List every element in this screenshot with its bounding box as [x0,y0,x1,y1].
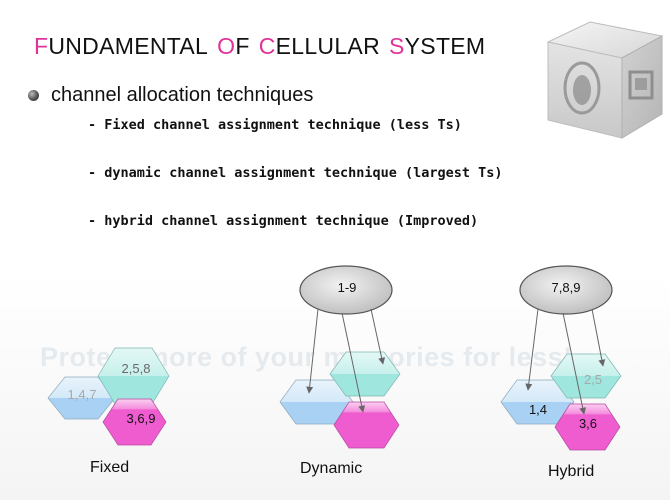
assign-arrow-hybrid-2 [562,312,587,415]
technique-hybrid: - hybrid channel assignment technique (I… [88,213,479,229]
diagram-label-hybrid: Hybrid [548,463,595,480]
cube-graphic [546,21,664,139]
channel-diagrams: 1,4,7 2,5,8 3,6,9 1-9 7,8,9 1,4 2,5 3,6 [47,265,622,451]
diagram-fixed: 1,4,7 2,5,8 3,6,9 [47,347,170,446]
diagram-dynamic: 1-9 [279,265,401,449]
title-word: SYSTEM [389,33,486,59]
hex-cell-hybrid-1 [500,379,575,425]
fixed-cell-label-1: 1,4,7 [68,387,97,402]
slide-title: FUNDAMENTAL OF CELLULAR SYSTEM [34,33,494,60]
title-word: FUNDAMENTAL [34,33,209,59]
hex-cell-fixed-3 [102,398,167,446]
assign-arrow-dynamic-1 [306,308,319,394]
title-word: CELLULAR [258,33,380,59]
technique-fixed: - Fixed channel assignment technique (le… [88,117,462,133]
fixed-cell-label-3: 3,6,9 [127,411,156,426]
technique-dynamic: - dynamic channel assignment technique (… [88,165,503,181]
hex-cell-hybrid-3 [554,403,621,451]
title-word: OF [217,33,250,59]
assign-arrow-dynamic-2 [341,312,366,413]
bullet-text: channel allocation techniques [51,84,314,106]
diagram-label-dynamic: Dynamic [300,460,363,477]
diagram-label-fixed: Fixed [90,459,130,476]
channel-pool-hybrid [519,265,613,315]
hex-cell-dynamic-3 [333,401,400,449]
hybrid-pool-label: 7,8,9 [552,280,581,295]
fixed-cell-label-2: 2,5,8 [122,361,151,376]
hybrid-cell-label-2: 2,5 [584,372,602,387]
assign-arrow-hybrid-1 [525,308,539,391]
assign-arrow-dynamic-3 [370,308,386,365]
hybrid-cell-label-3: 3,6 [579,416,597,431]
dynamic-pool-label: 1-9 [338,280,357,295]
assign-arrow-hybrid-3 [591,308,606,367]
channel-pool-dynamic [299,265,393,315]
diagram-hybrid: 7,8,9 1,4 2,5 3,6 [500,265,622,451]
sphere-bullet-icon [28,90,39,101]
bullet-item: channel allocation techniques [28,84,313,107]
hybrid-cell-label-1: 1,4 [529,402,547,417]
